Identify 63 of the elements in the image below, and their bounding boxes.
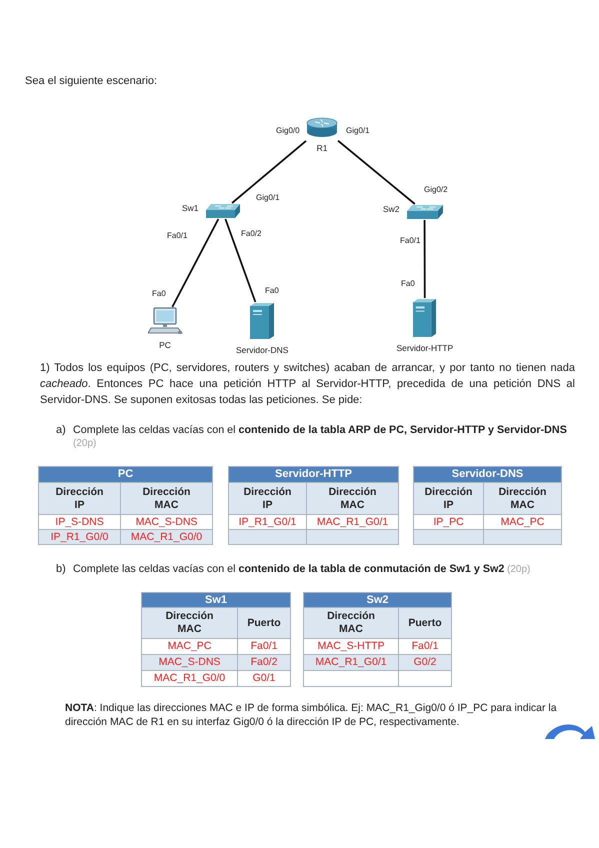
device-label: Sw1 (182, 203, 199, 213)
table-title: PC (38, 466, 212, 482)
port-label: Fa0/1 (167, 231, 188, 241)
column-header: Dirección IP (38, 482, 120, 514)
table-entry: Fa0/2 (238, 654, 291, 670)
table-title: Sw1 (142, 592, 291, 608)
list-letter: a) (56, 423, 66, 437)
table-entry: MAC_S-HTTP (304, 638, 398, 654)
port-label: Gig0/0 (276, 126, 300, 136)
column-header: Dirección MAC (306, 482, 399, 514)
network-link (424, 220, 426, 298)
device-label: Sw2 (383, 204, 400, 214)
table-entry: MAC_R1_G0/1 (304, 654, 398, 670)
network-link (224, 218, 256, 302)
port-label: Fa0 (401, 279, 415, 289)
column-header: Puerto (238, 608, 291, 638)
port-label: Fa0 (265, 286, 279, 296)
table-title: Servidor-DNS (414, 466, 562, 482)
points-text: (20p) (73, 437, 96, 451)
table-entry: MAC_PC (484, 514, 562, 530)
port-label: Gig0/1 (256, 193, 280, 203)
table-title: Sw2 (304, 592, 452, 608)
points-text: (20p) (507, 563, 530, 577)
table-entry: IP_R1_G0/0 (38, 530, 120, 544)
device-label: Servidor-DNS (236, 345, 288, 355)
note-text: NOTA: Indique las direcciones MAC e IP de forma simbólica. Ej: MAC_R1_Gig0/0 ó IP_PC para indicar la dirección MAC de R1 en su interfaz Gig0/0 ó la dirección IP de PC, respectivamente. (65, 702, 558, 729)
table-entry: MAC_PC (142, 638, 238, 654)
column-header: Dirección IP (228, 482, 306, 514)
network-link (232, 140, 307, 204)
table-entry: IP_R1_G0/1 (228, 514, 306, 530)
table-entry: MAC_S-DNS (120, 514, 212, 530)
port-label: Fa0 (152, 289, 166, 299)
task-text: Complete las celdas vacías con el contenido de la tabla de conmutación de Sw1 y Sw2 (73, 562, 504, 576)
network-link (172, 218, 220, 308)
port-label: Gig0/1 (346, 126, 370, 136)
column-header: Dirección MAC (120, 482, 212, 514)
task-text: Complete las celdas vacías con el contenido de la tabla ARP de PC, Servidor-HTTP y Servidor-DNS (73, 423, 567, 437)
port-label: Fa0/2 (241, 229, 262, 239)
device-label: Servidor-HTTP (396, 343, 454, 353)
column-header: Dirección MAC (484, 482, 562, 514)
column-header: Dirección MAC (304, 608, 398, 638)
table-title: Servidor-HTTP (228, 466, 399, 482)
table-entry: MAC_R1_G0/0 (142, 670, 238, 686)
table-entry: G0/2 (398, 654, 452, 670)
table-entry: MAC_S-DNS (142, 654, 238, 670)
table-entry: MAC_R1_G0/1 (306, 514, 399, 530)
port-label: Gig0/2 (424, 185, 448, 195)
column-header: Puerto (398, 608, 452, 638)
intro-text: Sea el siguiente escenario: (25, 74, 158, 88)
list-letter: b) (56, 562, 66, 576)
table-entry: Fa0/1 (238, 638, 291, 654)
column-header: Dirección IP (414, 482, 484, 514)
column-header: Dirección MAC (142, 608, 238, 638)
network-link (337, 140, 416, 205)
table-entry: IP_S-DNS (38, 514, 120, 530)
device-label: R1 (316, 143, 328, 153)
question-text: 1) Todos los equipos (PC, servidores, routers y switches) acaban de arrancar, y por tanto no tienen nada cacheado. Entonces PC hace una petición HTTP al Servidor-HTTP, precedida de una petición DNS al Servidor-DNS. Se suponen exitosas todas las peticiones. Se pide: (40, 361, 575, 408)
table-entry: IP_PC (414, 514, 484, 530)
table-entry: MAC_R1_G0/0 (120, 530, 212, 544)
table-entry: Fa0/1 (398, 638, 452, 654)
port-label: Fa0/1 (400, 236, 420, 246)
device-label: PC (159, 340, 171, 350)
table-entry: G0/1 (238, 670, 291, 686)
